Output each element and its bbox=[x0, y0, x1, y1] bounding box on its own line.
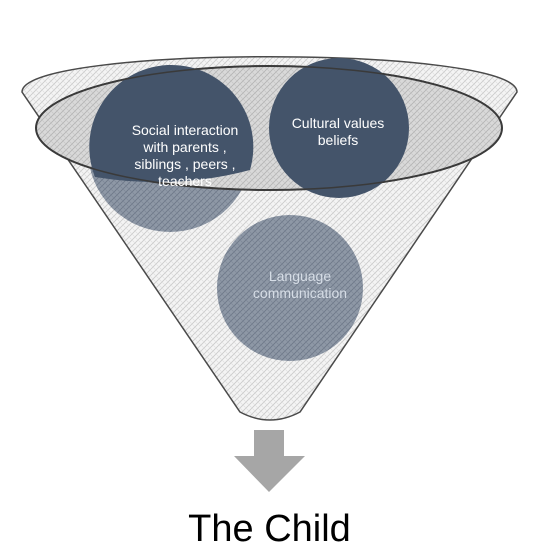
down-arrow-icon bbox=[234, 430, 305, 492]
output-label: The Child bbox=[188, 508, 351, 550]
social-interaction-label: Social interaction with parents , siblin… bbox=[131, 122, 239, 190]
language-circle bbox=[217, 215, 363, 361]
social-circle-upper bbox=[89, 64, 254, 183]
cultural-circle bbox=[269, 58, 409, 198]
language-communication-label: Language communication bbox=[252, 268, 348, 302]
funnel-rim bbox=[35, 65, 503, 191]
cultural-values-label: Cultural values beliefs bbox=[291, 115, 385, 149]
